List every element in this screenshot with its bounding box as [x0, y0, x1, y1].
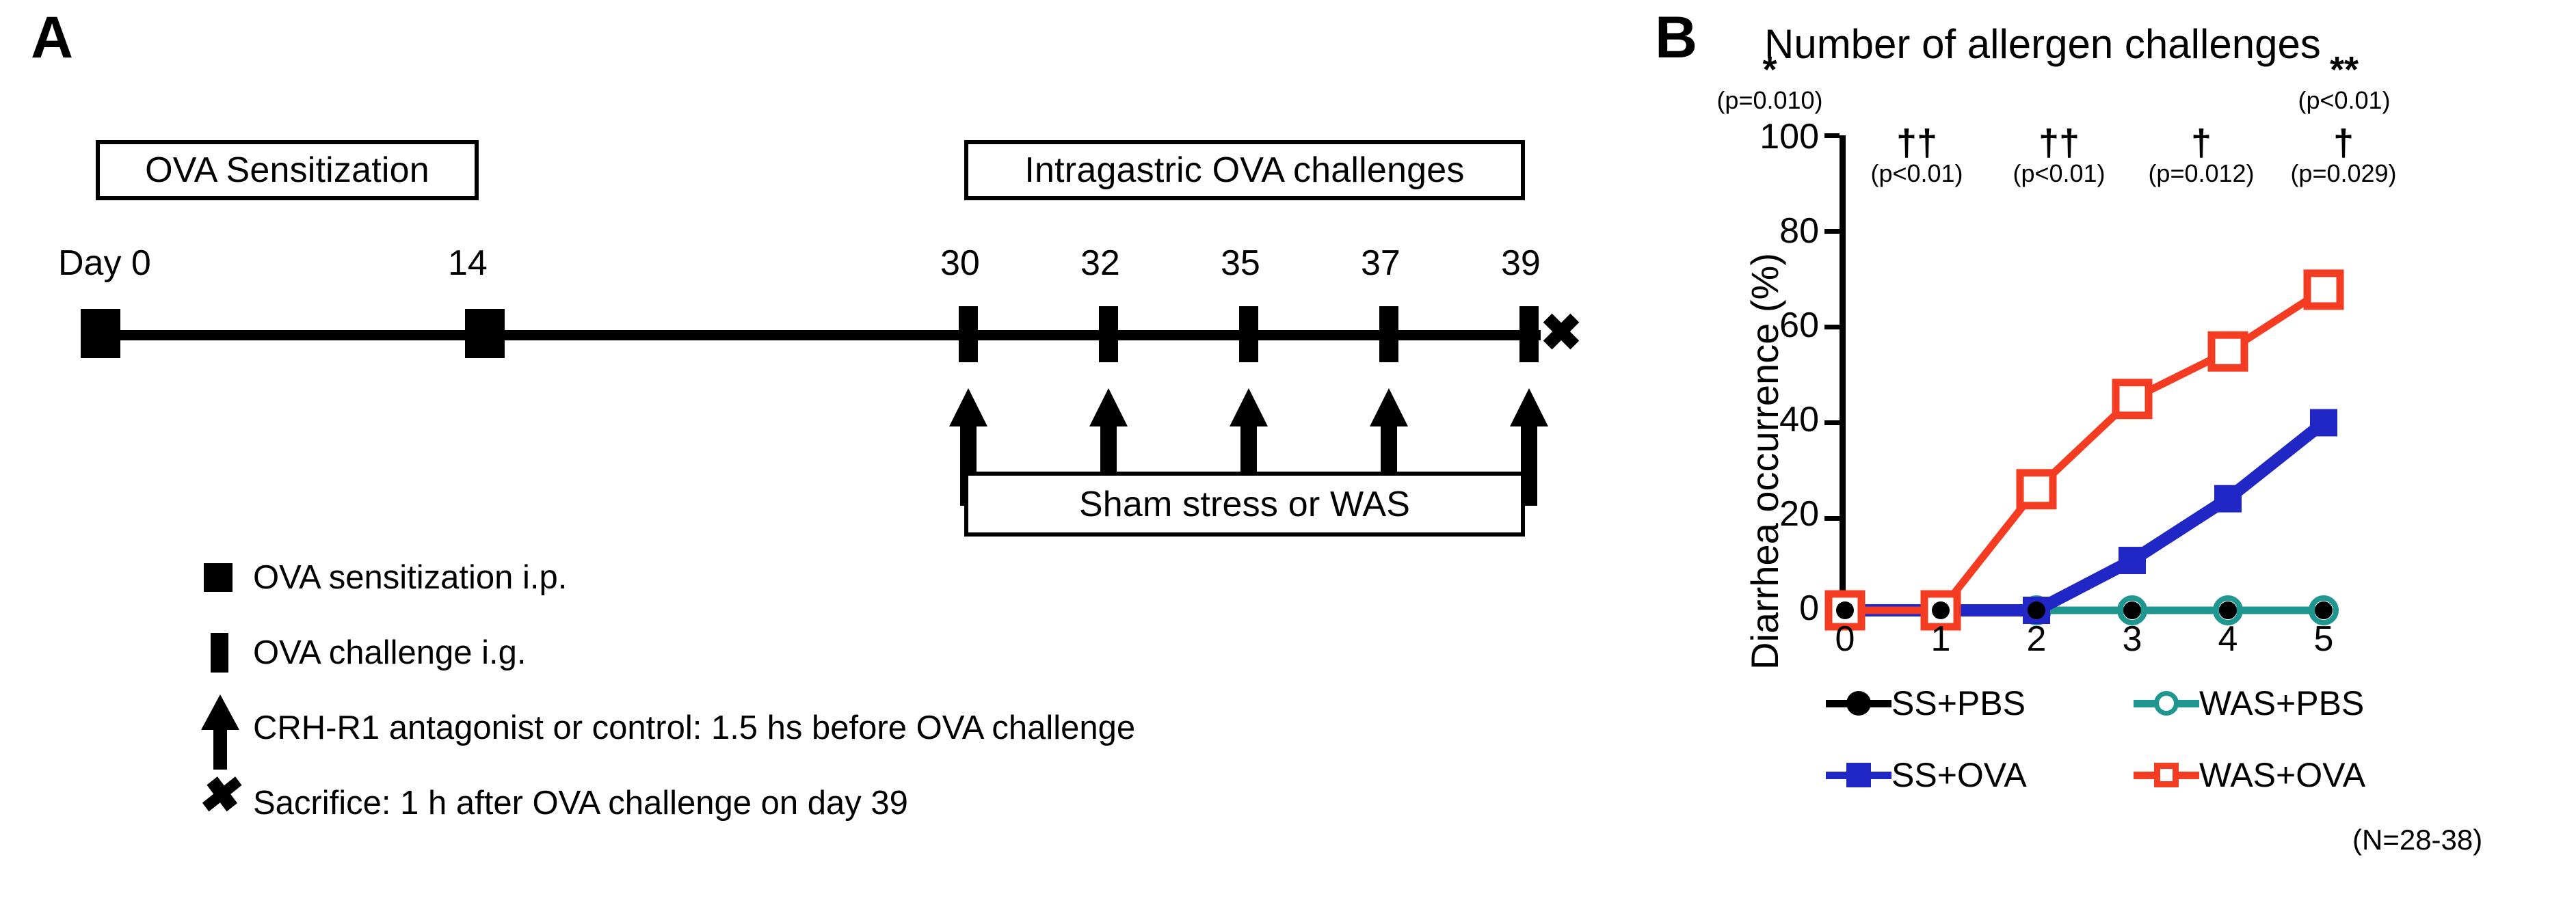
series-was-pbs	[1830, 595, 2339, 625]
significance-upper-x5: ** (p<0.01)	[2298, 49, 2391, 114]
y-tick-label-100: 100	[1760, 117, 1819, 157]
legend-label-ss-pbs: SS+PBS	[1891, 684, 2026, 722]
data-point	[2119, 547, 2146, 575]
legend-label-ova-sensitization: OVA sensitization i.p.	[253, 559, 568, 596]
intragastric-ova-challenges-box: Intragastric OVA challenges	[964, 140, 1525, 200]
significance-upper-x4: * (p=0.010)	[1716, 49, 1823, 114]
x-tick-label-0: 0	[1835, 619, 1855, 659]
data-point	[2315, 601, 2333, 619]
panel-b: B Number of allergen challenges Diarrhea…	[1655, 0, 2576, 922]
day-label-32: 32	[1080, 243, 1120, 283]
y-axis-line	[1840, 135, 1846, 614]
chart-title: Number of allergen challenges	[1764, 21, 2321, 67]
timeline-marker-day-32	[1099, 306, 1118, 362]
legend-entry-ss-ova[interactable]: SS+OVA	[1826, 755, 2027, 795]
significance-lower-x4: † (p=0.012)	[2148, 122, 2255, 187]
panel-a: A OVA Sensitization Intragastric OVA cha…	[31, 5, 1583, 827]
series-was-ova	[1824, 269, 2344, 631]
y-tick-label-60: 60	[1779, 306, 1819, 345]
legend-entry-was-pbs[interactable]: WAS+PBS	[2134, 683, 2364, 723]
y-tick-60	[1824, 325, 1840, 329]
data-point	[2214, 485, 2242, 513]
data-point	[2123, 601, 2141, 619]
panel-b-letter: B	[1655, 5, 1698, 70]
timeline-marker-day-30	[959, 306, 978, 362]
day-label-14: 14	[448, 243, 488, 283]
series-ss-ova	[1831, 409, 2337, 624]
legend-item-crh-r1-antagonist: CRH-R1 antagonist or control: 1.5 hs bef…	[191, 694, 1136, 770]
data-point	[2219, 601, 2237, 619]
data-point	[2016, 469, 2057, 510]
legend-item-ova-sensitization: OVA sensitization i.p.	[191, 554, 567, 601]
y-tick-80	[1824, 229, 1840, 234]
data-point	[2219, 601, 2237, 619]
y-tick-label-0: 0	[1799, 588, 1819, 628]
square-tall-icon	[191, 629, 253, 677]
legend-marker-ss-ova	[1826, 759, 1891, 791]
legend-label-was-ova: WAS+OVA	[2199, 756, 2366, 794]
timeline-marker-day-37	[1379, 306, 1398, 362]
legend-item-sacrifice: ✖ Sacrifice: 1 h after OVA challenge on …	[191, 768, 908, 827]
data-point	[2028, 601, 2045, 619]
data-point	[2123, 601, 2141, 619]
legend-marker-was-pbs	[2134, 688, 2199, 719]
legend-item-ova-challenge: OVA challenge i.g.	[191, 629, 527, 677]
y-tick-label-20: 20	[1779, 494, 1819, 534]
sacrifice-x-icon: ✖	[1540, 304, 1583, 361]
day-label-35: 35	[1221, 243, 1260, 283]
data-point	[2303, 269, 2344, 310]
significance-lower-x2: †† (p<0.01)	[1870, 122, 1963, 187]
day-label-0: Day 0	[58, 243, 151, 283]
timeline-axis	[81, 330, 1541, 340]
x-tick-label-5: 5	[2313, 619, 2334, 659]
timeline-marker-day-14	[465, 309, 505, 358]
timeline-marker-day-0	[81, 309, 120, 358]
legend-entry-ss-pbs[interactable]: SS+PBS	[1826, 683, 2026, 723]
legend-label-crh-r1-antagonist: CRH-R1 antagonist or control: 1.5 hs bef…	[253, 709, 1136, 746]
timeline-marker-day-39	[1519, 306, 1539, 362]
panel-a-letter: A	[31, 5, 74, 70]
x-tick-label-3: 3	[2122, 619, 2142, 659]
significance-lower-x5: † (p=0.029)	[2290, 122, 2397, 187]
data-point	[2315, 601, 2333, 619]
y-tick-40	[1824, 420, 1840, 425]
x-tick-label-2: 2	[2026, 619, 2047, 659]
day-label-37: 37	[1361, 243, 1400, 283]
data-point	[2207, 331, 2248, 372]
day-label-39: 39	[1501, 243, 1541, 283]
data-point	[2310, 409, 2337, 437]
legend-label-was-pbs: WAS+PBS	[2199, 684, 2365, 722]
legend-label-sacrifice: Sacrifice: 1 h after OVA challenge on da…	[253, 785, 908, 822]
y-tick-20	[1824, 516, 1840, 521]
series-ss-pbs	[1836, 601, 2333, 619]
legend-label-ova-challenge: OVA challenge i.g.	[253, 634, 527, 671]
data-point	[1932, 601, 1950, 619]
legend-marker-ss-pbs	[1826, 688, 1891, 719]
ova-sensitization-box: OVA Sensitization	[96, 140, 479, 200]
legend-label-ss-ova: SS+OVA	[1891, 756, 2027, 794]
square-large-icon	[191, 554, 253, 601]
significance-lower-x3: †† (p<0.01)	[2013, 122, 2106, 187]
y-tick-label-40: 40	[1779, 400, 1819, 439]
timeline-marker-day-35	[1239, 306, 1258, 362]
arrow-up-icon	[191, 694, 253, 770]
data-point	[1932, 601, 1950, 619]
legend-entry-was-ova[interactable]: WAS+OVA	[2134, 755, 2365, 795]
day-label-30: 30	[940, 243, 980, 283]
series-ss-pbs-markers-top	[1836, 601, 2333, 619]
x-tick-label-4: 4	[2218, 619, 2238, 659]
y-tick-label-80: 80	[1779, 211, 1819, 251]
x-cross-icon: ✖	[197, 768, 239, 823]
x-tick-label-1: 1	[1930, 619, 1951, 659]
data-point	[2112, 379, 2153, 420]
sample-size-note: (N=28-38)	[2352, 824, 2483, 856]
data-point	[2028, 601, 2045, 619]
y-tick-100	[1824, 133, 1840, 138]
sham-stress-or-was-box: Sham stress or WAS	[964, 472, 1525, 537]
legend-marker-was-ova	[2134, 759, 2199, 791]
